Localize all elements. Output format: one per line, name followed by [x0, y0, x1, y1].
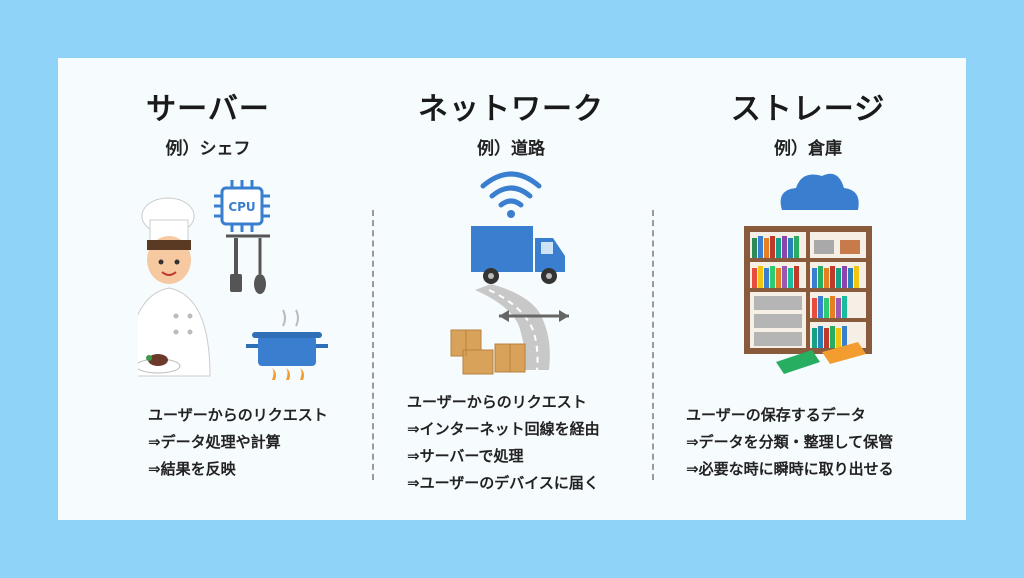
cpu-label: CPU — [228, 200, 255, 214]
server-example: 例）シェフ — [165, 139, 251, 159]
column-divider — [652, 210, 654, 480]
network-column: ネットワーク 例）道路 — [361, 58, 661, 520]
server-description: ユーザーからのリクエスト ⇒データ処理や計算 ⇒結果を反映 — [148, 402, 328, 483]
server-title: サーバー — [146, 92, 270, 127]
wifi-icon — [480, 171, 542, 218]
storage-line: ⇒データを分類・整理して保管 — [686, 433, 894, 451]
server-line: ユーザーからのリクエスト — [148, 406, 328, 424]
cloud-icon — [780, 173, 859, 210]
network-line: ⇒インターネット回線を経由 — [407, 420, 600, 438]
boxes-icon — [450, 329, 526, 375]
bookshelf-icon — [744, 226, 872, 354]
network-example: 例）道路 — [477, 139, 545, 159]
storage-illustration — [744, 173, 872, 374]
server-line: ⇒データ処理や計算 — [148, 433, 281, 451]
network-title: ネットワーク — [418, 92, 604, 127]
road-icon — [475, 284, 550, 371]
cpu-chip-icon: CPU — [214, 180, 270, 232]
storage-description: ユーザーの保存するデータ ⇒データを分類・整理して保管 ⇒必要な時に瞬時に取り出… — [686, 402, 894, 483]
network-line: ⇒サーバーで処理 — [407, 447, 524, 465]
chef-icon — [138, 197, 211, 377]
server-line: ⇒結果を反映 — [148, 460, 236, 478]
network-line: ユーザーからのリクエスト — [407, 393, 587, 411]
storage-example: 例）倉庫 — [774, 139, 842, 159]
storage-title: ストレージ — [730, 92, 886, 127]
storage-line: ⇒必要な時に瞬時に取り出せる — [686, 460, 894, 478]
storage-line: ユーザーの保存するデータ — [686, 406, 866, 424]
books-icon — [776, 342, 866, 374]
network-line: ⇒ユーザーのデバイスに届く — [407, 474, 599, 492]
cooking-pot-icon — [246, 309, 328, 380]
server-illustration: CPU — [138, 180, 328, 380]
truck-icon — [471, 226, 565, 284]
content-card: サーバー 例）シェフ CPU — [58, 58, 966, 520]
storage-column: ストレージ 例）倉庫 — [658, 58, 958, 520]
bidirectional-arrow-icon — [499, 310, 569, 322]
network-illustration — [450, 171, 569, 375]
column-divider — [372, 210, 374, 480]
network-description: ユーザーからのリクエスト ⇒インターネット回線を経由 ⇒サーバーで処理 ⇒ユーザ… — [407, 389, 600, 497]
server-column: サーバー 例）シェフ CPU — [58, 58, 358, 520]
kitchen-utensils-icon — [226, 234, 270, 294]
